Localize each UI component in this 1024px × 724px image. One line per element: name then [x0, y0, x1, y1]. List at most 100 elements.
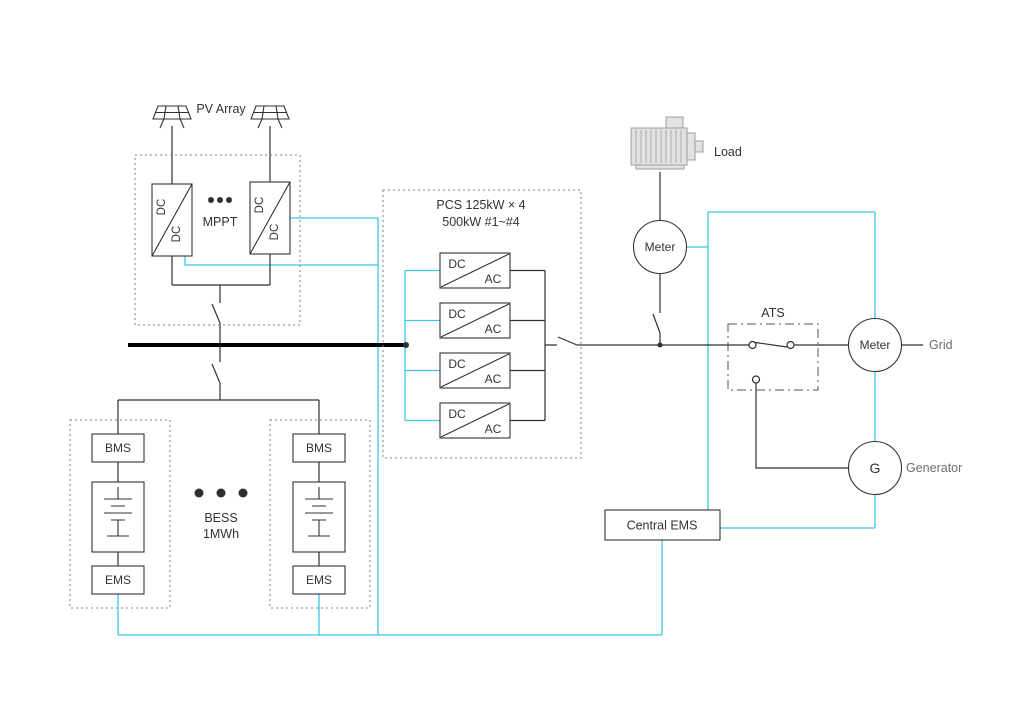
generator-label: Generator — [906, 461, 962, 475]
bess-feed-line — [117, 345, 320, 434]
pv-panel-legs — [257, 118, 283, 129]
bess-string-links — [117, 462, 320, 566]
grid-meter-group: Meter Grid — [847, 317, 953, 373]
converter-dc-in-label: DC — [254, 197, 266, 214]
ats-contact-gen — [751, 375, 761, 384]
load-label: Load — [714, 145, 742, 159]
ellipsis-dot — [238, 488, 248, 498]
ems-label: EMS — [306, 573, 332, 587]
converter-dc-label: DC — [448, 407, 466, 421]
ems-box — [91, 565, 145, 595]
comm-right-loop — [686, 211, 876, 529]
pv-panel-legs — [159, 118, 185, 129]
ats-leads — [728, 344, 849, 469]
motor-shaft — [694, 140, 704, 153]
pv-array: PV Array — [152, 102, 290, 129]
load-branch-line — [652, 172, 661, 345]
converter-diagonal — [249, 181, 291, 255]
converter-dc-label: DC — [448, 257, 466, 271]
grid-label: Grid — [929, 338, 953, 352]
bess-label-line1: BESS — [204, 511, 237, 525]
comm-bottom-bus — [117, 540, 663, 636]
mppt-converter-2: DC DC — [249, 181, 291, 255]
pcs-inverter-4: DC AC — [439, 402, 511, 439]
ats-contact-right — [786, 340, 795, 350]
ellipsis-dot — [208, 197, 214, 203]
ems-box — [292, 565, 346, 595]
ellipsis-dot — [226, 197, 232, 203]
bess-string-1: BMS EMS — [69, 419, 171, 609]
comm-line-mppt1 — [184, 256, 378, 266]
motor-fins — [635, 130, 682, 163]
bess-boundary-box — [69, 419, 171, 609]
pcs-inverter-3: DC AC — [439, 352, 511, 389]
converter-ac-label: AC — [485, 272, 502, 286]
bms-box — [292, 433, 346, 463]
converter-dc-in-label: DC — [156, 199, 168, 216]
mppt-ellipsis — [208, 197, 232, 203]
ats-label: ATS — [761, 306, 784, 320]
bms-label: BMS — [105, 441, 131, 455]
pcs-ac-collector — [510, 269, 728, 422]
motor-body — [630, 127, 688, 166]
converter-ac-label: AC — [485, 322, 502, 336]
pv-array-label: PV Array — [196, 102, 246, 116]
pcs-label-line1: PCS 125kW × 4 — [436, 198, 525, 212]
motor-terminal-box — [665, 116, 684, 130]
converter-diagonal — [440, 303, 510, 338]
grid-meter-circle — [847, 317, 903, 373]
comm-network — [117, 211, 876, 636]
ellipsis-dot — [194, 488, 204, 498]
mppt-output-line — [171, 254, 271, 345]
power-circuit — [117, 126, 923, 566]
load-junction-dot — [657, 342, 663, 348]
pv-panel-icon — [152, 105, 192, 129]
ats-group: ATS — [727, 306, 819, 391]
motor-end-cap — [686, 132, 696, 161]
central-ems-label: Central EMS — [627, 519, 698, 533]
bms-box — [91, 433, 145, 463]
central-ems-group: Central EMS — [604, 509, 721, 541]
pcs-inverter-1: DC AC — [439, 252, 511, 289]
ellipsis-dot — [217, 197, 223, 203]
mppt-boundary-box — [134, 154, 301, 326]
ats-blade — [755, 341, 788, 348]
bess-middle: BESS 1MWh — [194, 488, 248, 541]
converter-diagonal — [440, 403, 510, 438]
pv-panel-grid — [155, 105, 189, 120]
converter-diagonal — [440, 353, 510, 388]
ats-boundary-box — [727, 323, 819, 391]
pcs-section: PCS 125kW × 4 500kW #1~#4 DC AC DC AC DC… — [382, 189, 582, 459]
converter-ac-label: AC — [485, 372, 502, 386]
bess-label-line2: 1MWh — [203, 527, 239, 541]
pcs-inverter-2: DC AC — [439, 302, 511, 339]
battery-icon — [104, 487, 132, 537]
pcs-label-line2: 500kW #1~#4 — [442, 215, 520, 229]
mppt-converter-1: DC DC — [151, 183, 193, 257]
bus-junction-dot — [403, 342, 409, 348]
converter-dc-out-label: DC — [269, 224, 281, 241]
ats-contact-left — [748, 340, 757, 350]
converter-dc-label: DC — [448, 357, 466, 371]
load-meter-circle — [632, 219, 688, 275]
load-meter-label: Meter — [645, 240, 676, 254]
converter-dc-out-label: DC — [171, 226, 183, 243]
converter-dc-label: DC — [448, 307, 466, 321]
bess-boundary-box — [269, 419, 371, 609]
load-motor-icon — [630, 116, 704, 170]
converter-diagonal — [440, 253, 510, 288]
ems-label: EMS — [105, 573, 131, 587]
bess-string-2: BMS EMS — [269, 419, 371, 609]
central-ems-box — [604, 509, 721, 541]
pv-panel-grid — [253, 105, 287, 120]
mppt-label: MPPT — [203, 215, 238, 229]
load-group: Load Meter — [630, 116, 742, 275]
grid-meter-label: Meter — [860, 338, 891, 352]
pcs-dc-collector — [404, 269, 440, 422]
pcs-boundary-box — [382, 189, 582, 459]
mppt-section: DC DC DC DC MPPT — [134, 154, 301, 326]
converter-ac-label: AC — [485, 422, 502, 436]
generator-group: G Generator — [847, 440, 962, 496]
battery-icon — [305, 487, 333, 537]
